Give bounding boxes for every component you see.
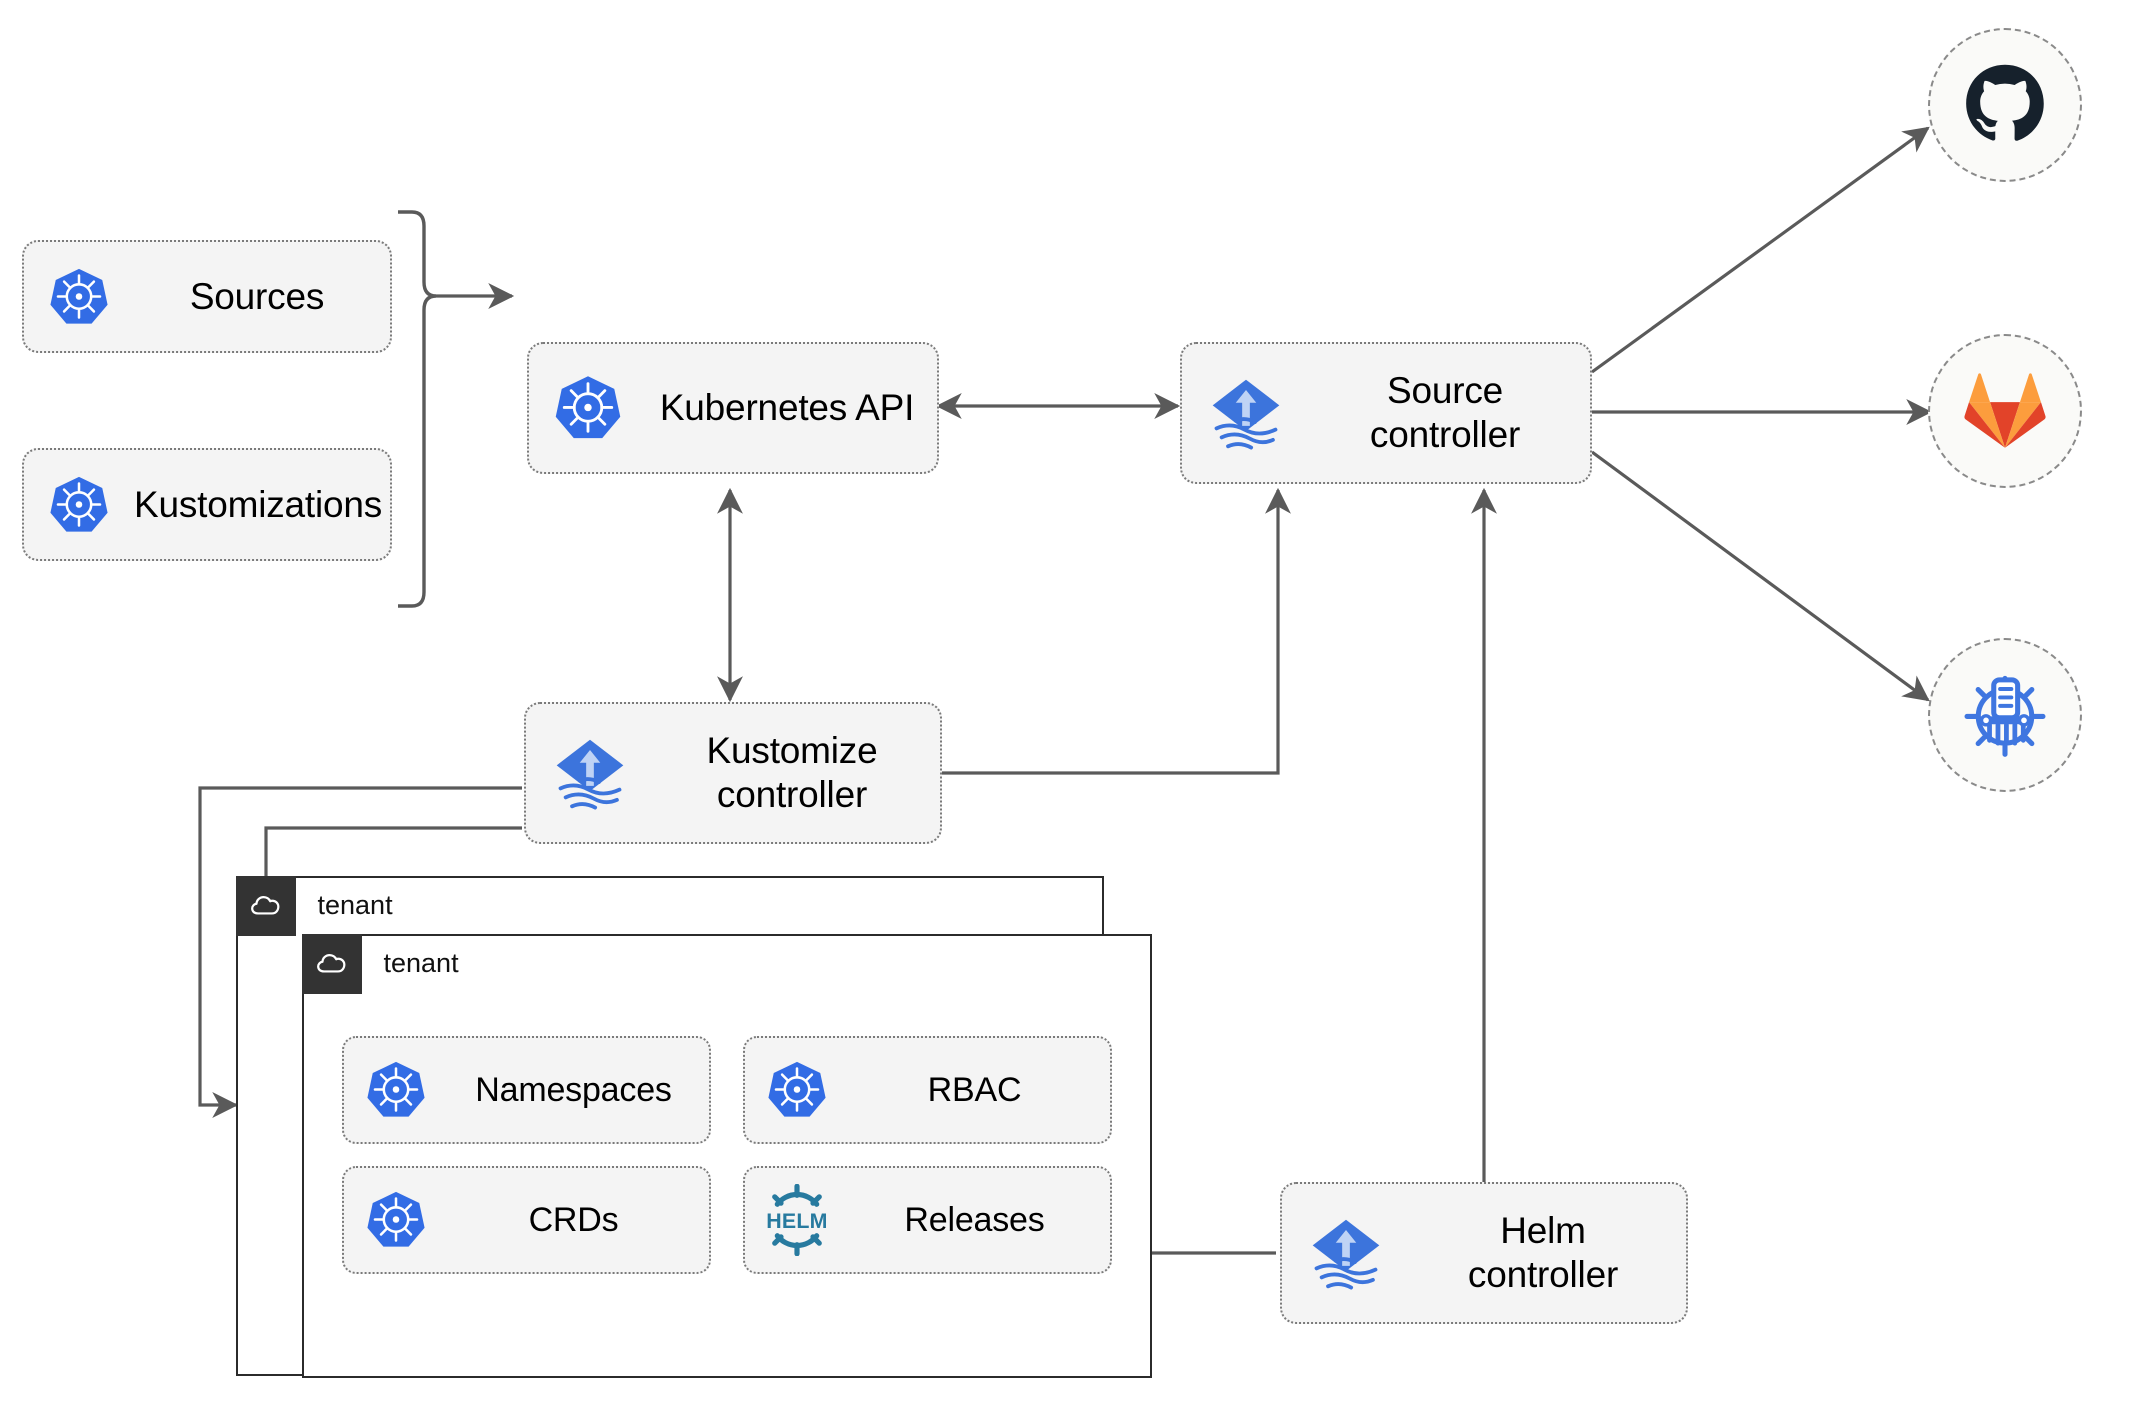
node-label-line2: controller [1467, 1254, 1619, 1295]
tenant-header: tenant [235, 875, 393, 936]
resource-card-sources[interactable]: Sources [22, 240, 392, 353]
cloud-icon [301, 933, 362, 994]
wire-kustomizectrl-sourcectrl [938, 487, 1291, 775]
flux-icon [1182, 372, 1310, 454]
kubernetes-icon [24, 266, 134, 328]
tenant-header: tenant [301, 933, 459, 994]
wire-sourcectrl-helmrepo [1591, 450, 1930, 702]
tenant-resource-crds[interactable]: CRDs [342, 1166, 711, 1274]
node-kubernetes-api[interactable]: Kubernetes API [527, 342, 939, 474]
node-label: Source controller [1310, 369, 1590, 456]
wire-sourcectrl-github [1591, 126, 1930, 374]
resource-card-kustomizations[interactable]: Kustomizations [22, 448, 392, 561]
tenant-resource-releases[interactable]: HELM Releases [743, 1166, 1112, 1274]
tenant-resource-label: CRDs [528, 1200, 619, 1239]
kubernetes-icon [529, 373, 647, 443]
tenant-resource-rbac[interactable]: RBAC [743, 1036, 1112, 1144]
node-source-controller[interactable]: Source controller [1180, 342, 1592, 484]
tenant-resource-grid: Namespaces RBAC [342, 1036, 1112, 1274]
provider-gitlab[interactable] [1928, 334, 2082, 488]
cloud-icon [235, 875, 296, 936]
provider-helm-repository[interactable] [1928, 638, 2082, 792]
node-helm-controller[interactable]: Helm controller [1280, 1182, 1688, 1324]
tenant-resource-label: RBAC [927, 1070, 1022, 1109]
group-bracket [398, 210, 437, 608]
tenant-resource-label: Namespaces [475, 1070, 672, 1109]
tenant-container-front[interactable]: tenant Namespaces [301, 933, 1152, 1378]
svg-text:HELM: HELM [766, 1209, 827, 1233]
kubernetes-icon [745, 1059, 849, 1121]
node-label: Kustomize controller [654, 729, 940, 816]
node-label: Helm controller [1410, 1209, 1686, 1296]
helm-repository-icon [1964, 675, 2046, 757]
resource-label: Kustomizations [134, 483, 383, 525]
provider-github[interactable] [1928, 28, 2082, 182]
node-label-line2: controller [716, 774, 868, 815]
kubernetes-icon [344, 1189, 448, 1251]
resource-label: Sources [189, 275, 325, 317]
kubernetes-icon [24, 474, 134, 536]
flux-icon [526, 732, 654, 814]
node-label-line1: Source [1386, 370, 1504, 412]
github-icon [1966, 64, 2044, 141]
flux-icon [1282, 1212, 1410, 1294]
node-label-line1: Helm [1500, 1210, 1586, 1252]
node-label: Kubernetes API [659, 387, 915, 429]
tenant-label: tenant [317, 890, 393, 920]
node-label-line1: Kustomize [706, 730, 878, 772]
tenant-label: tenant [383, 948, 459, 978]
kubernetes-icon [344, 1059, 448, 1121]
tenant-resource-label: Releases [904, 1200, 1045, 1239]
gitlab-icon [1964, 373, 2046, 448]
tenant-resource-namespaces[interactable]: Namespaces [342, 1036, 711, 1144]
node-label-line2: controller [1369, 414, 1521, 455]
helm-icon: HELM [745, 1184, 849, 1256]
node-kustomize-controller[interactable]: Kustomize controller [524, 702, 942, 844]
